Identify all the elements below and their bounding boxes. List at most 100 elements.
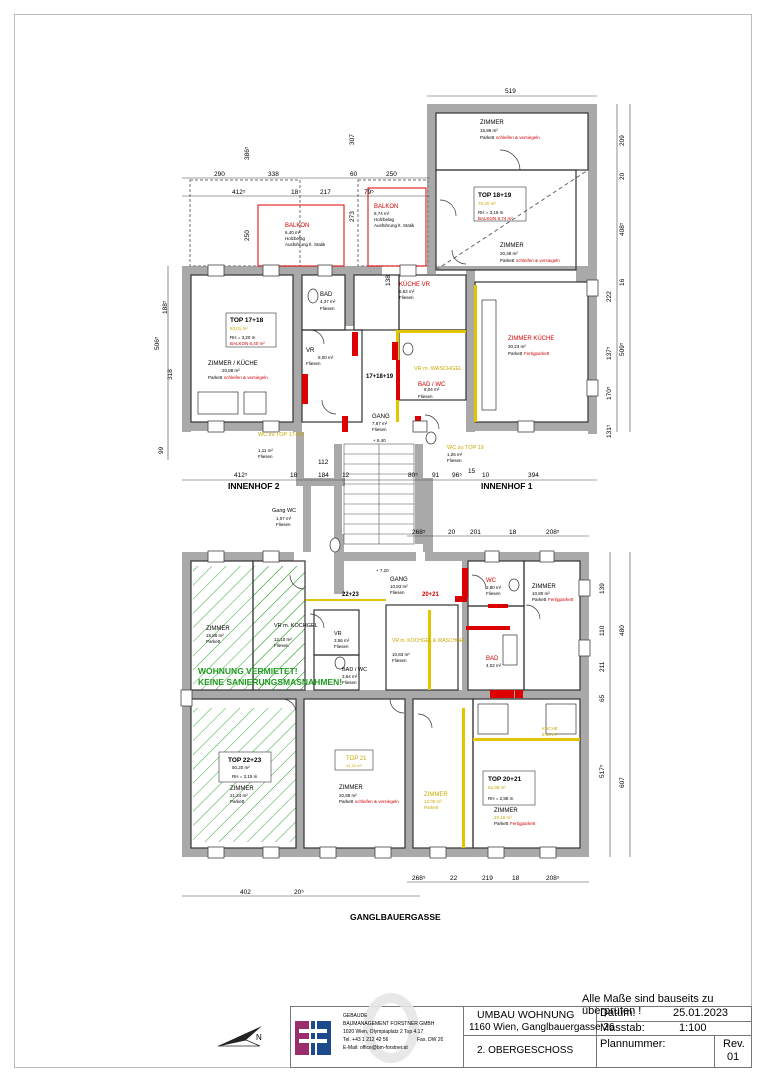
room-area: 3,56 m² [334, 638, 350, 643]
rev-label: Rev. [723, 1038, 745, 1050]
masstab-label: Masstab: [600, 1022, 645, 1034]
room-area: 8,04 m² [424, 387, 440, 392]
dim-label: 217 [320, 189, 331, 196]
room-area: 6,40 m² [285, 230, 301, 235]
room-area: 6,52 m² [399, 289, 415, 294]
room-name: BAD [320, 292, 333, 298]
stair-label: 20+21 [422, 592, 440, 598]
top-rh: RH = 3,15 m [478, 210, 504, 215]
dim-label: 18 [290, 472, 298, 479]
room-area: 1,26 m² [447, 452, 463, 457]
dim-label: 402 [240, 889, 251, 896]
top-label: TOP 22+23 [228, 757, 262, 764]
door-swings [281, 149, 541, 729]
room-floor: Fliesen [320, 306, 335, 311]
room-area: 3,64 m² [342, 674, 358, 679]
top-rh: RH = 3,20 m [230, 335, 256, 340]
north-arrow-icon: N [217, 1026, 262, 1047]
room-name: ZIMMER [424, 792, 448, 798]
dim-label: 20 [619, 172, 626, 180]
room-name: GANG [390, 577, 408, 583]
stair-label: 22+23 [342, 592, 360, 598]
dim-label: 20 [448, 529, 456, 536]
room-name: WC zu TOP 19 [447, 445, 484, 451]
courtyard-right-label: INNENHOF 1 [481, 481, 533, 491]
dim-label: 112 [318, 459, 329, 466]
company-line1: GEBÄUDE [343, 1013, 368, 1019]
dim-label: 290 [214, 171, 225, 178]
dim-label: 18 [509, 529, 517, 536]
balconies [257, 169, 589, 271]
room-floor: Holzbelag [374, 217, 395, 222]
room-floor: Parkett [500, 258, 515, 263]
top-label: TOP 17+18 [230, 317, 264, 324]
room-name: KÜCHE [542, 725, 558, 731]
room-floor: Parkett [339, 799, 354, 804]
dim-label: 480 [619, 625, 626, 636]
dim-label: 184 [318, 472, 329, 479]
top-box [225, 312, 277, 348]
room-floor: Fliesen [392, 658, 407, 663]
top-balcony: BALKON 8,74 m² [478, 216, 513, 221]
dim-label: 268⁵ [412, 529, 426, 536]
room-name: ZIMMER [494, 808, 518, 814]
room-floor: Fliesen [390, 590, 405, 595]
room-floor-note: schleifen & versiegeln [516, 258, 560, 263]
room-name: GANG [372, 414, 390, 420]
room-name: VR [334, 631, 342, 637]
dimension-lines [167, 95, 631, 897]
room-name: BAD / WC [418, 382, 446, 388]
dim-label: 137⁵ [606, 346, 613, 360]
room-area: 2,80 m² [486, 585, 502, 590]
dim-label: 201 [470, 529, 481, 536]
room-floor: Fliesen [399, 295, 414, 300]
room-floor: Fliesen [486, 591, 501, 596]
top-rh: RH = 2,88 m [488, 796, 514, 801]
company-line3: 1020 Wien, Olympiaplatz 2 Top 4.17 [343, 1029, 424, 1035]
dim-label: 138 [385, 275, 392, 286]
dim-label: 412⁵ [234, 472, 248, 479]
dim-label: 211 [599, 661, 606, 672]
room-name: ZIMMER [230, 786, 254, 792]
room-area: 12,00 m² [424, 799, 442, 804]
room-area: 1,07 m² [276, 516, 292, 521]
masstab-value: 1:100 [679, 1022, 707, 1034]
dim-label: 412⁵ [232, 189, 246, 196]
dim-label: 10 [482, 472, 490, 479]
room-name: ZIMMER [206, 626, 230, 632]
rented-notice-line1: WOHNUNG VERMIETET! [198, 666, 298, 676]
dim-label: 188⁵ [162, 300, 169, 314]
dim-label: 408⁵ [619, 222, 626, 236]
dim-label: 208⁵ [546, 875, 560, 882]
room-area: 10,80 m² [532, 591, 550, 596]
room-area: 21,24 m² [230, 793, 248, 798]
top-box [473, 186, 527, 222]
room-area: 10,83 m² [390, 584, 408, 589]
inner-walls [189, 112, 589, 849]
company-line4: Tel. +43 1 212 42 56 [343, 1037, 389, 1043]
dim-label: 170⁵ [606, 386, 613, 400]
room-name: WC [486, 578, 497, 584]
dim-label: 12 [342, 472, 350, 479]
rented-notice-line2: KEINE SANIERUNGSMASNAHMEN! [198, 677, 342, 687]
room-area: 12,10 m² [274, 637, 292, 642]
top-area: 62,96 m² [488, 785, 506, 790]
room-area: 30,23 m² [508, 344, 526, 349]
dim-label: 250 [386, 171, 397, 178]
floor-name: 2. OBERGESCHOSS [477, 1045, 574, 1056]
watermark-icon [363, 993, 419, 1063]
room-name: BALKON [374, 204, 398, 210]
title-block: GEBÄUDE BAUMANAGEMENT FORSTNER GMBH 1020… [290, 993, 752, 1068]
dim-label: 99 [158, 446, 165, 454]
top-area: 53,01 m² [230, 326, 248, 331]
dim-label: 18 [512, 875, 520, 882]
company-line6: E-Mail: office@bm-forstner.at [343, 1045, 408, 1051]
room-floor: Parkett [208, 375, 223, 380]
top-balcony: BALKON 6,40 m² [230, 341, 265, 346]
dim-label: 131⁵ [606, 424, 613, 438]
company-logo-icon [295, 1017, 339, 1057]
dim-label: 519 [505, 88, 516, 95]
dim-label: 208⁵ [546, 529, 560, 536]
top-box [218, 751, 272, 783]
